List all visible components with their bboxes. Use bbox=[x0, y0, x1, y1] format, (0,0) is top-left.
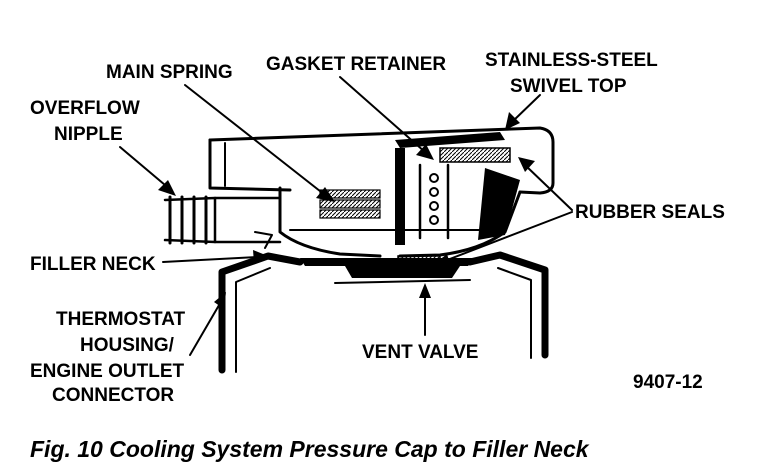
figure-number: 9407-12 bbox=[633, 372, 703, 393]
figure-caption: Fig. 10 Cooling System Pressure Cap to F… bbox=[30, 436, 590, 462]
label-nipple: NIPPLE bbox=[54, 124, 123, 145]
leader-lines bbox=[119, 76, 573, 356]
label-overflow: OVERFLOW bbox=[30, 98, 140, 119]
label-rubber-seals: RUBBER SEALS bbox=[575, 202, 725, 223]
overflow-nipple bbox=[163, 195, 282, 249]
label-engine-outlet: ENGINE OUTLET bbox=[30, 361, 185, 382]
label-swivel-top: SWIVEL TOP bbox=[510, 76, 627, 97]
label-filler-neck: FILLER NECK bbox=[30, 254, 156, 275]
label-vent-valve: VENT VALVE bbox=[362, 342, 478, 363]
label-gasket-retainer: GASKET RETAINER bbox=[266, 54, 446, 75]
label-housing: HOUSING/ bbox=[80, 335, 175, 356]
label-main-spring: MAIN SPRING bbox=[106, 62, 233, 83]
small-spring bbox=[429, 173, 439, 225]
label-thermostat: THERMOSTAT bbox=[56, 309, 186, 330]
cap-body bbox=[208, 126, 555, 284]
label-connector: CONNECTOR bbox=[52, 385, 174, 406]
label-stainless-steel: STAINLESS-STEEL bbox=[485, 50, 658, 71]
